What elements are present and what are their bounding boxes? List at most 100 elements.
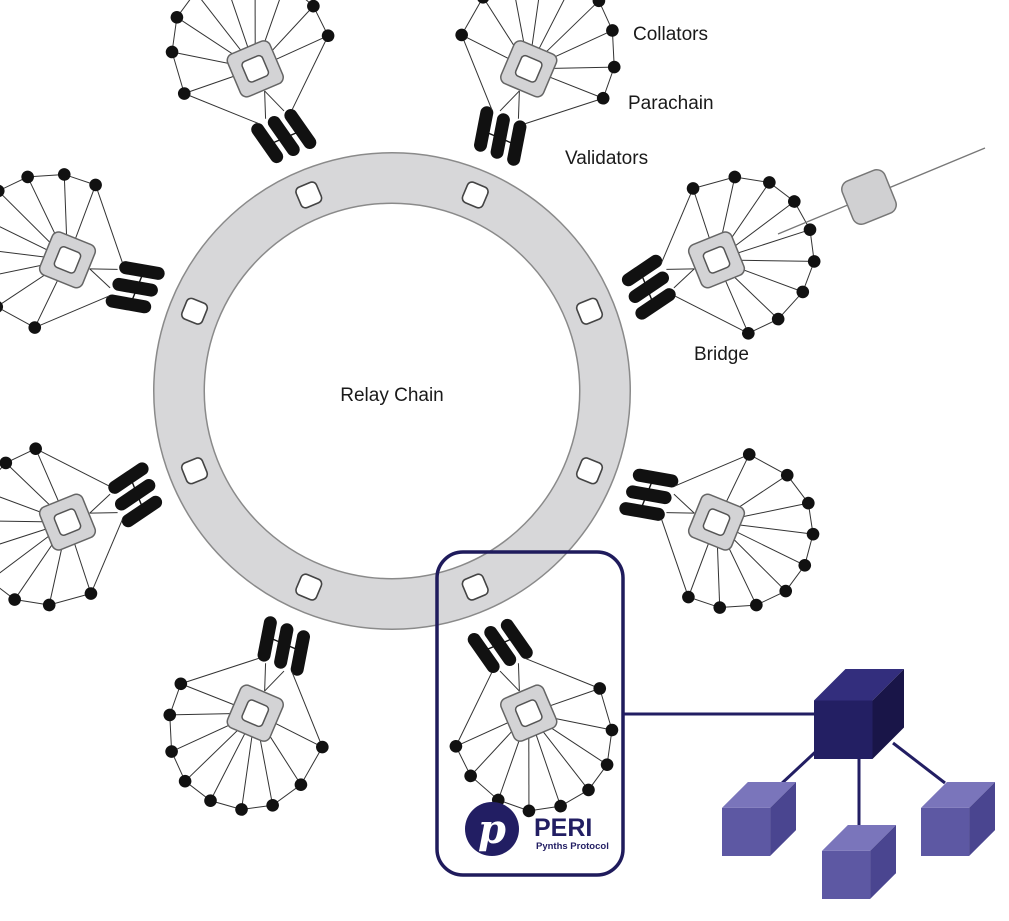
collator-node	[294, 778, 308, 792]
collators	[661, 448, 820, 614]
main-cube	[814, 669, 904, 759]
collator-node	[554, 799, 567, 813]
parachain-hub	[500, 684, 558, 742]
collator-node	[713, 601, 727, 614]
collator-node	[763, 176, 776, 189]
collator-node	[802, 496, 815, 510]
validators	[257, 616, 310, 676]
validator-node	[484, 625, 517, 666]
collator-node	[464, 769, 477, 783]
relay-node	[180, 457, 209, 485]
child-cube-right	[921, 782, 995, 856]
collator-node	[788, 195, 801, 208]
parachain-left-upper	[0, 168, 165, 334]
parachain-peri	[449, 618, 619, 818]
parachain-hub	[226, 684, 284, 742]
parachain-bottom-left	[163, 616, 329, 816]
collator-node	[682, 590, 695, 604]
validator-node	[121, 495, 163, 528]
validator-node	[284, 108, 317, 150]
validator-node	[105, 294, 152, 314]
collator-node	[771, 312, 785, 326]
collator-node	[796, 285, 810, 299]
collator-node	[596, 91, 610, 105]
collator-node	[163, 708, 177, 722]
parachain-hub	[226, 40, 284, 98]
relay-chain-ring	[153, 152, 631, 630]
parachain-hub	[687, 231, 746, 289]
collator-node	[42, 598, 56, 612]
validator-node	[251, 123, 284, 164]
collator-node	[165, 45, 179, 59]
peri-logo-glyph: p	[478, 806, 506, 853]
relay-node	[295, 181, 323, 209]
collator-node	[522, 804, 536, 818]
collator-node	[177, 87, 191, 100]
relay-node	[180, 297, 209, 325]
collator-node	[750, 598, 763, 612]
collator-node	[84, 587, 98, 600]
relay-node	[575, 457, 604, 485]
collator-node	[8, 593, 21, 606]
validators	[474, 106, 527, 166]
validator-node	[274, 623, 294, 669]
parachain-hub	[38, 231, 97, 289]
collator-node	[21, 170, 34, 184]
collator-node	[266, 798, 279, 812]
parachain-hub	[500, 40, 558, 98]
relay-chain-nodes	[180, 181, 604, 601]
collator-node	[807, 255, 821, 268]
collator-node	[316, 740, 329, 754]
validator-node	[257, 616, 277, 662]
parachain-hub	[687, 493, 746, 551]
parachain-right-upper	[621, 170, 821, 340]
collators	[455, 0, 621, 125]
relay-chain-label: Relay Chain	[340, 385, 444, 406]
validators	[467, 618, 533, 674]
validator-node	[267, 116, 300, 157]
collator-node	[321, 29, 335, 43]
parachain-top-right	[455, 0, 621, 166]
validator-node	[119, 261, 165, 280]
collator-node	[742, 448, 756, 461]
collator-node	[165, 745, 178, 758]
collator-node	[28, 321, 42, 334]
collator-node	[605, 723, 619, 737]
child-cube-left	[722, 782, 796, 856]
cube-tree	[722, 669, 995, 899]
validator-node	[112, 277, 158, 297]
validator-node	[626, 485, 672, 505]
peri-logo-circle	[465, 802, 519, 856]
parachain-right-lower	[619, 448, 820, 614]
bridge-node	[841, 169, 897, 225]
parachain-label: Parachain	[628, 93, 714, 114]
collator-node	[307, 0, 320, 13]
collator-node	[686, 182, 700, 195]
parachain-top-left	[165, 0, 335, 164]
validator-node	[467, 632, 500, 674]
validator-node	[635, 288, 676, 320]
validator-node	[628, 271, 670, 303]
validators	[108, 462, 163, 528]
collator-node	[455, 28, 468, 42]
validator-node	[108, 462, 149, 494]
validator-node	[632, 468, 679, 488]
parachain-left-lower	[0, 442, 163, 612]
collator-node	[174, 677, 188, 691]
collator-node	[606, 24, 619, 37]
validators-label: Validators	[565, 148, 648, 169]
collator-node	[0, 184, 5, 198]
collator-node	[592, 0, 606, 8]
child-cube-middle	[822, 825, 896, 899]
collator-node	[593, 682, 607, 695]
collator-node	[798, 559, 812, 572]
collator-node	[204, 794, 217, 807]
collator-node	[0, 300, 4, 314]
peri-logo: p PERI Pynths Protocol	[465, 802, 609, 856]
parachains	[0, 0, 821, 818]
collators	[163, 657, 329, 816]
validator-node	[619, 502, 665, 521]
collators-label: Collators	[633, 24, 708, 45]
relay-node	[461, 573, 489, 601]
